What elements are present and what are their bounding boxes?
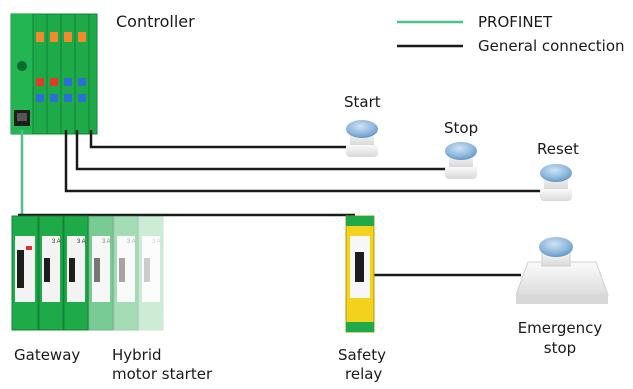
- gateway-label: Gateway: [14, 346, 81, 364]
- estop-label-line2: stop: [543, 339, 577, 357]
- legend-profinet-label: PROFINET: [478, 13, 553, 31]
- reset-label: Reset: [537, 140, 579, 158]
- rating-label: 3 A: [127, 239, 136, 245]
- motor-starter-unit: 3 A: [138, 215, 164, 331]
- emergency-stop-icon: [515, 237, 609, 304]
- motor-starter-unit: 3 A: [113, 215, 139, 331]
- rating-label: 3 A: [102, 239, 111, 245]
- reset-button-icon: [540, 164, 572, 201]
- stop-label: Stop: [444, 119, 479, 137]
- motor-starter-unit: 3 A: [63, 215, 89, 331]
- stop-connection: [75, 130, 448, 171]
- rating-label: 3 A: [52, 239, 61, 245]
- controller-label: Controller: [116, 12, 195, 31]
- stop-button-icon: [445, 142, 477, 179]
- start-button-icon: [346, 120, 378, 157]
- controller-module: [10, 13, 98, 135]
- rating-label: 3 A: [77, 239, 86, 245]
- safety-label-line2: relay: [345, 365, 383, 383]
- hybrid-motor-starter: 3 A 3 A 3 A 3 A 3 A: [38, 215, 164, 331]
- start-connection: [89, 130, 352, 149]
- safety-label-line1: Safety: [338, 346, 386, 364]
- hybrid-label-line2: motor starter: [112, 365, 213, 383]
- motor-starter-unit: 3 A: [38, 215, 64, 331]
- rating-label: 3 A: [152, 239, 161, 245]
- motor-starter-unit: 3 A: [88, 215, 114, 331]
- legend-general-label: General connection: [478, 37, 625, 55]
- start-label: Start: [344, 93, 381, 111]
- estop-label-line1: Emergency: [517, 319, 603, 337]
- safety-relay-module: [345, 215, 375, 333]
- hybrid-label-line1: Hybrid: [112, 346, 162, 364]
- gateway-module: [11, 215, 39, 331]
- reset-connection: [64, 130, 544, 193]
